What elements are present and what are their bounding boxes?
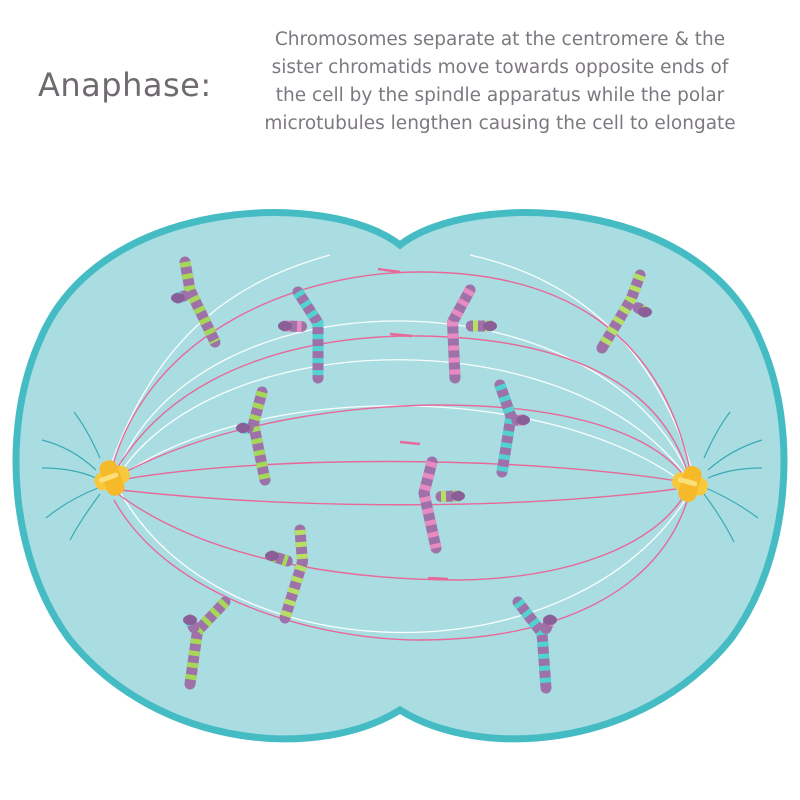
centromere	[543, 615, 557, 625]
centromere	[265, 551, 279, 561]
chromatid-bands	[513, 598, 552, 689]
centromere	[451, 491, 465, 501]
chromatid-arm	[494, 379, 517, 478]
centromere	[516, 415, 530, 425]
chromatids	[171, 256, 652, 694]
chromatid-bands	[293, 289, 324, 378]
cell-membrane	[12, 209, 788, 743]
centrosome-left	[94, 460, 130, 496]
description-line-2: sister chromatids move towards opposite …	[271, 57, 729, 78]
description-text: Chromosomes separate at the centromere &…	[225, 26, 775, 138]
centromere	[278, 321, 292, 331]
spindle-apparatus	[41, 254, 763, 641]
chromatid-arm	[279, 524, 308, 624]
chromatid-arm	[248, 386, 271, 486]
centromere	[171, 293, 185, 303]
centrosome-right	[672, 466, 708, 502]
chromatid-arm	[418, 456, 442, 554]
chromatid-bands	[597, 273, 646, 351]
centromere	[183, 615, 197, 625]
description-line-4: microtubules lengthen causing the cell t…	[264, 113, 736, 134]
description-line-3: the cell by the spindle apparatus while …	[275, 85, 725, 106]
description-line-1: Chromosomes separate at the centromere &…	[274, 29, 726, 50]
centromere	[483, 321, 497, 331]
polar-microtubules	[111, 254, 693, 634]
astral-rays-right	[703, 411, 763, 543]
diagram-title: Anaphase:	[38, 66, 212, 104]
chromatid-bands	[179, 261, 220, 345]
centromere	[638, 307, 652, 317]
spindle-fibers	[111, 267, 691, 641]
centromere	[236, 423, 250, 433]
chromatid-bands	[447, 287, 475, 379]
astral-rays-left	[41, 411, 101, 541]
